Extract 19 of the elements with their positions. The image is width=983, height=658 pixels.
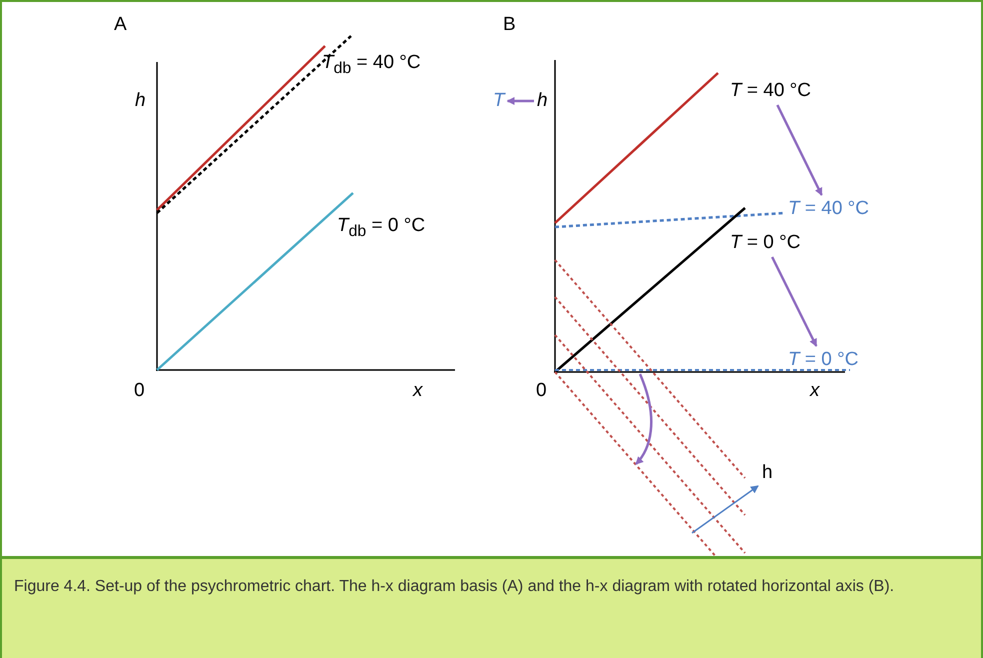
isotherm-label: T = 0 °C — [788, 349, 858, 371]
axis-label: T — [493, 90, 505, 112]
axis-tick-label: 0 — [536, 380, 547, 402]
panel-letter: B — [503, 14, 516, 36]
isotherm-label: T = 40 °C — [788, 198, 869, 220]
axis-label: h — [762, 462, 773, 484]
axis-label: h — [537, 90, 548, 112]
isotherm-label: T$_{db}$ = 0 °C — [337, 215, 426, 242]
arrow — [506, 97, 534, 105]
isotherm-label: T = 40 °C — [730, 80, 811, 102]
arrow — [776, 104, 823, 196]
axis-tick-label: 0 — [134, 380, 145, 402]
isotherm-label: T = 0 °C — [730, 232, 800, 254]
axis-label: x — [810, 380, 820, 402]
axis-label: x — [413, 380, 422, 402]
axis-label: h — [135, 90, 146, 112]
figure-caption: Figure 4.4. Set-up of the psychrometric chart. The h-x diagram basis (A) and the h-x diagram with rotated horizontal axis (B). — [2, 556, 981, 658]
panel-letter: A — [114, 14, 127, 36]
arrow — [771, 256, 818, 347]
